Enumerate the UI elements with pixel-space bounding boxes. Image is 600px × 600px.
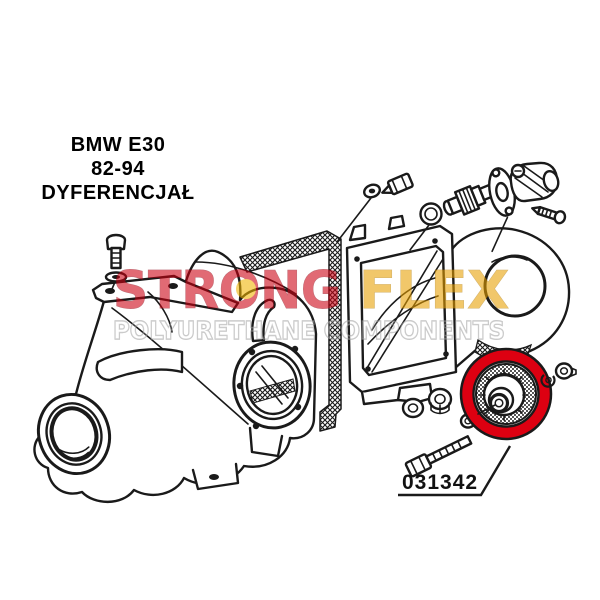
washer (401, 397, 425, 419)
c-clip (540, 374, 556, 388)
highlighted-bushing (459, 347, 577, 441)
cover-tab (348, 223, 367, 242)
title-line-2: 82-94 (91, 158, 145, 180)
watermark-brand: STRONG FLEX (113, 261, 509, 321)
cover-bolt (336, 172, 414, 243)
watermark-flex: FLEX (359, 261, 509, 321)
watermark: STRONG FLEX POLYURETHANE COMPONENTS (112, 261, 509, 346)
sensor-bracket (509, 161, 560, 203)
housing-hook-rib (251, 298, 276, 343)
housing-bolt (104, 233, 128, 290)
housing-rib-arm (95, 348, 184, 382)
cap-nut (554, 362, 577, 380)
watermark-o-ball (236, 279, 256, 299)
differential-housing (33, 249, 318, 503)
page-title: BMW E30 82-94 DYFERENCJAŁ (41, 134, 194, 204)
housing-bracket (91, 274, 240, 314)
housing-foot-2 (248, 426, 284, 458)
rear-cover (345, 214, 571, 406)
flange-hatch-bar (249, 378, 296, 404)
o-ring (409, 202, 443, 251)
pinion-shaft (442, 183, 495, 216)
flange-plate (488, 167, 516, 253)
flange-nut (427, 387, 453, 415)
gasket (239, 230, 342, 432)
part-label: 031342 (398, 445, 512, 497)
title-line-1: BMW E30 (71, 134, 166, 156)
small-screw (531, 205, 567, 225)
part-number-text: 031342 (402, 471, 478, 494)
label-leader-line (398, 445, 512, 497)
mount-bolt (404, 435, 473, 478)
watermark-strong: STRONG (113, 261, 341, 321)
title-line-3: DYFERENCJAŁ (41, 182, 194, 204)
watermark-subtitle: POLYURETHANE COMPONENTS (113, 316, 505, 345)
ear-hole (483, 254, 547, 318)
cover-tab-2 (387, 214, 406, 231)
housing-snout (36, 392, 112, 476)
